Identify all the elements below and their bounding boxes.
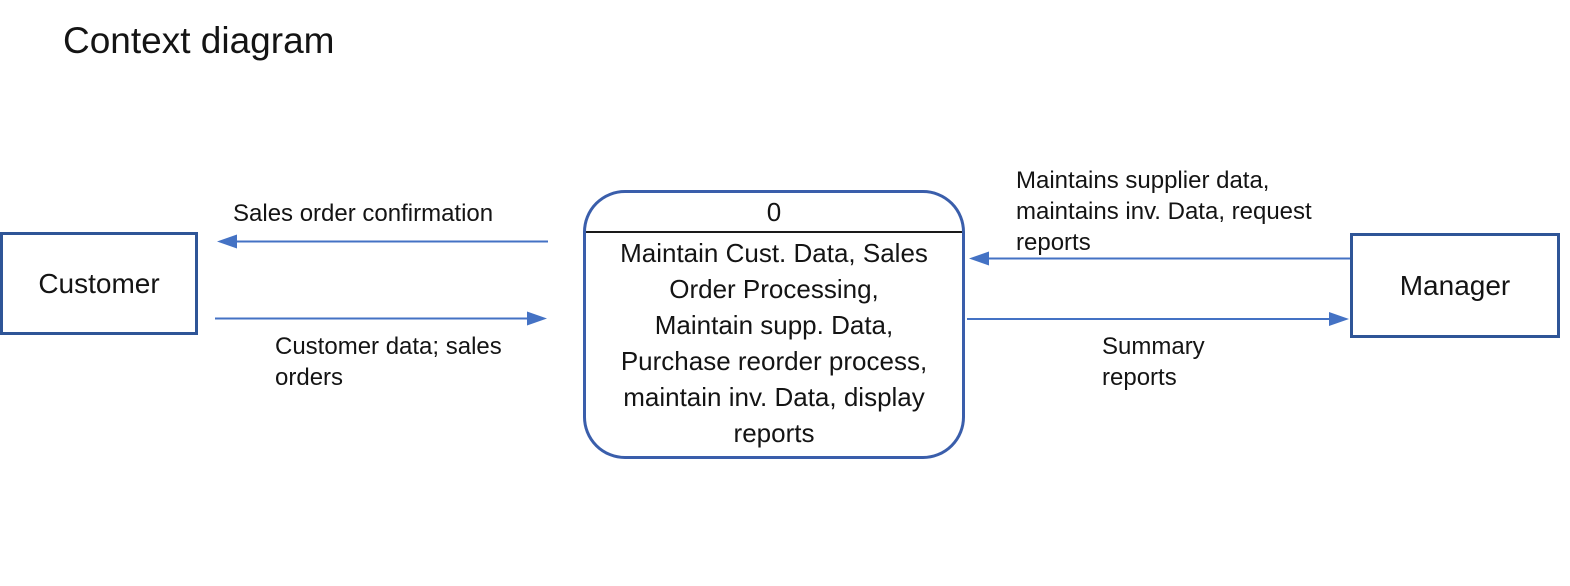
flow-label-customer-data[interactable]: Customer data; sales orders [275,333,502,391]
diagram-title[interactable]: Context diagram [63,20,335,61]
process-0-box[interactable]: 0 Maintain Cust. Data, Sales Order Proce… [583,190,965,459]
process-number: 0 [586,193,962,233]
process-description: Maintain Cust. Data, Sales Order Process… [620,238,928,448]
flow-label-summary-reports[interactable]: Summary reports [1102,333,1205,391]
entity-manager-label: Manager [1399,269,1511,301]
entity-customer-label: Customer [38,267,160,299]
entity-manager-box[interactable]: Manager [1350,233,1560,338]
flow-label-sales-order-confirmation[interactable]: Sales order confirmation [233,200,494,227]
flow-label-maintains-supplier-data[interactable]: Maintains supplier data, maintains inv. … [1016,167,1312,256]
entity-customer-box[interactable]: Customer [0,232,198,335]
